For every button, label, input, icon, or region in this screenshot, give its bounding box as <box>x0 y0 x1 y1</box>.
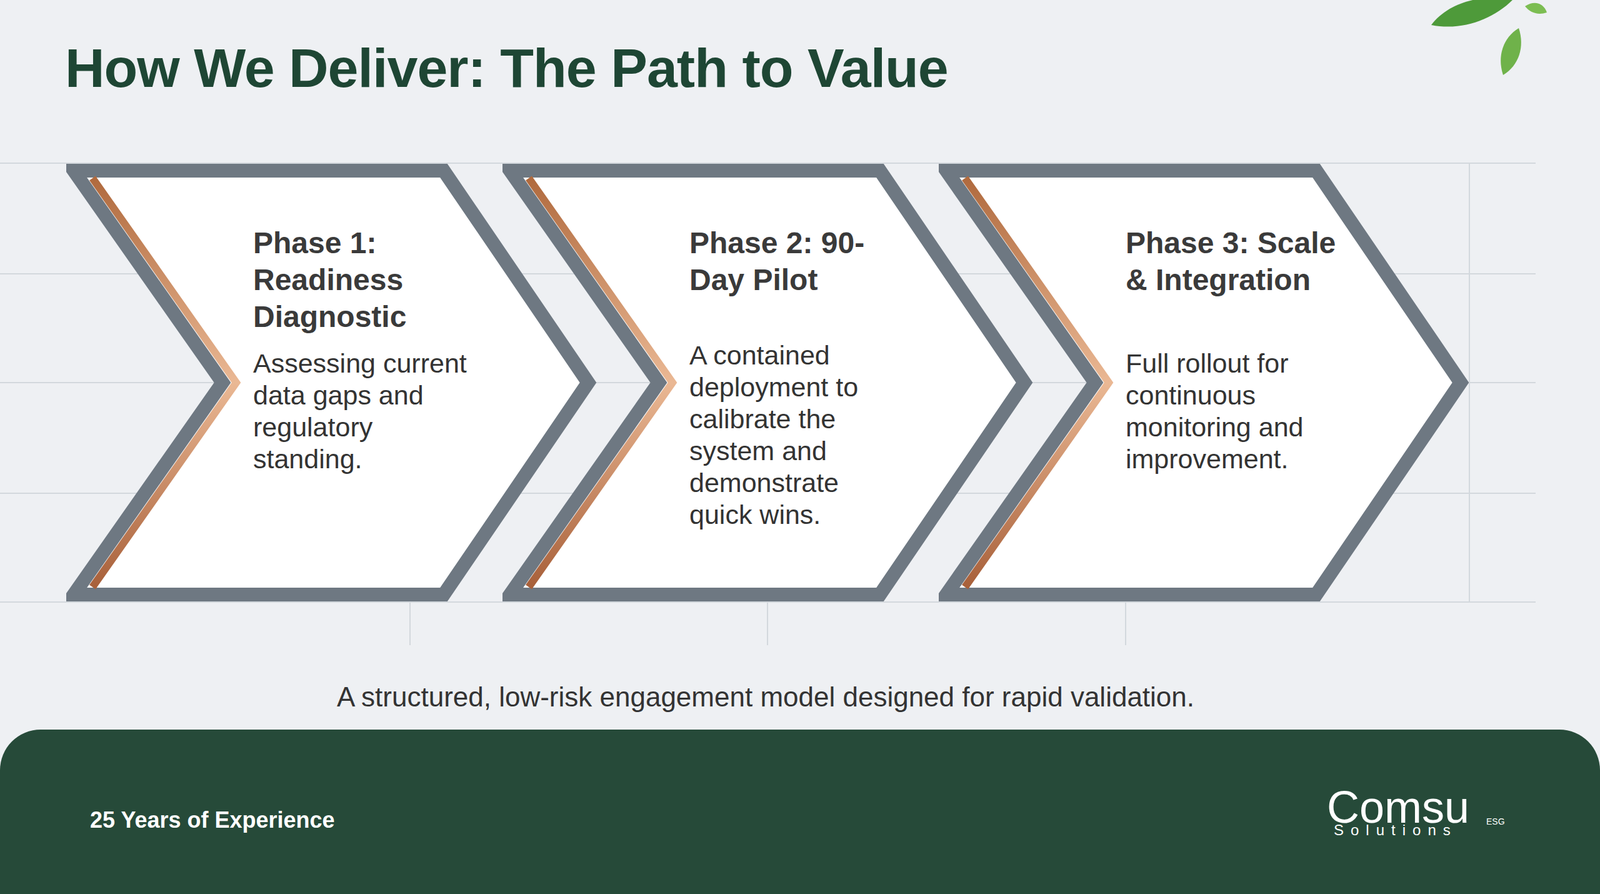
phase-heading: Phase 2: 90-Day Pilot <box>689 224 902 299</box>
phase-description: A contained deployment to calibrate the … <box>689 339 877 531</box>
phase-chevron: Phase 1: Readiness DiagnosticAssessing c… <box>66 163 597 602</box>
logo-subtitle: Solutions <box>1333 821 1458 839</box>
phase-heading: Phase 1: Readiness Diagnostic <box>253 224 466 335</box>
slide-title: How We Deliver: The Path to Value <box>65 36 949 100</box>
phase-description: Assessing current data gaps and regulato… <box>253 347 485 475</box>
phase-heading: Phase 3: Scale & Integration <box>1125 224 1339 299</box>
phase-chevron: Phase 2: 90-Day Pilot A contained deploym… <box>502 163 1034 602</box>
phase-chevron: Phase 3: Scale & IntegrationFull rollout… <box>938 163 1470 602</box>
footer-text: 25 Years of Experience <box>90 806 335 834</box>
decor-leaves <box>1431 0 1547 75</box>
slide-caption: A structured, low-risk engagement model … <box>0 681 1532 713</box>
logo-badge: ESG <box>1486 816 1505 827</box>
phase-description: Full rollout for continuous monitoring a… <box>1125 347 1314 475</box>
